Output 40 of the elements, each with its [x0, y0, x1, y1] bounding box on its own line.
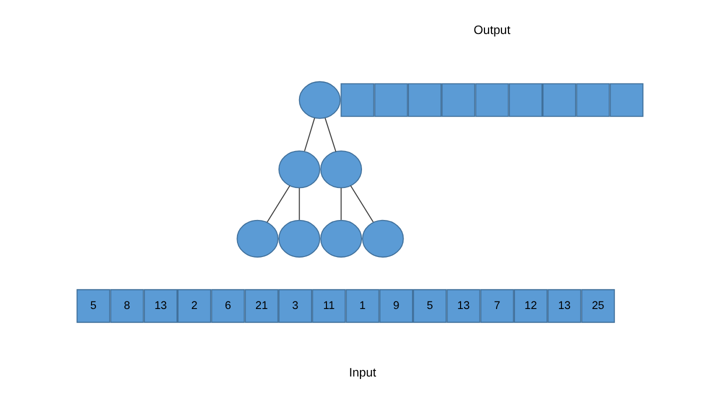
node-box — [475, 83, 509, 117]
node-box: 6 — [211, 289, 245, 323]
connector — [340, 188, 342, 220]
node-box: 3 — [278, 289, 312, 323]
node-box: 11 — [312, 289, 346, 323]
connector — [266, 185, 290, 222]
node-box: 2 — [178, 289, 212, 323]
node-box — [508, 83, 542, 117]
node-box: 9 — [379, 289, 414, 323]
node-box — [340, 83, 374, 117]
node-circle — [278, 150, 320, 188]
node-box: 13 — [144, 289, 178, 323]
node-box: 13 — [446, 289, 480, 323]
node-box: 5 — [413, 289, 447, 323]
node-box: 25 — [581, 289, 615, 323]
node-circle — [362, 220, 404, 258]
node-circle — [298, 81, 341, 119]
node-circle — [320, 220, 362, 258]
node-box: 12 — [514, 289, 548, 323]
node-circle — [236, 220, 278, 258]
connector — [298, 188, 300, 220]
label: Input — [348, 365, 376, 380]
node-box: 5 — [76, 289, 110, 323]
connector — [350, 185, 374, 222]
node-box: 13 — [548, 289, 582, 323]
node-box — [576, 83, 610, 117]
label: Output — [474, 22, 510, 37]
node-box — [442, 83, 476, 117]
node-box — [408, 83, 442, 117]
node-box: 7 — [480, 289, 514, 323]
node-box: 8 — [110, 289, 144, 323]
connector — [304, 118, 316, 152]
node-box: 1 — [346, 289, 380, 323]
node-box — [374, 83, 408, 117]
node-box — [542, 83, 576, 117]
node-box — [610, 83, 644, 117]
connector — [324, 118, 336, 152]
node-box: 21 — [244, 289, 278, 323]
node-circle — [278, 220, 320, 258]
node-circle — [320, 150, 362, 188]
